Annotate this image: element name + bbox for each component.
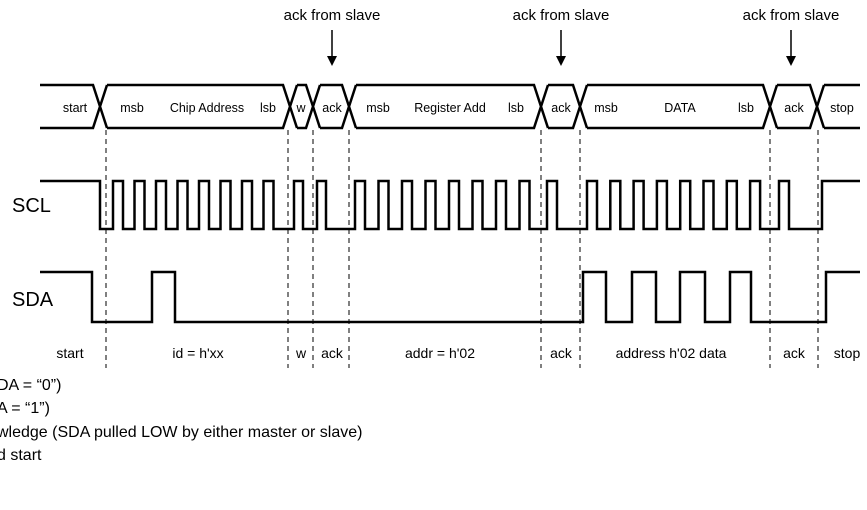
legend-line-4: d start: [0, 447, 42, 464]
sda-waveform: [40, 270, 860, 324]
scl-label: SCL: [12, 195, 51, 217]
ack-callout-1: ack from slave: [284, 7, 381, 66]
bus-field-ack-2: ack: [551, 101, 571, 115]
bus-field-data: DATA: [664, 101, 696, 115]
bus-field-data-lsb: lsb: [738, 101, 754, 115]
callout-label: ack from slave: [284, 7, 381, 24]
bus-field-register-add: Register Add: [414, 101, 486, 115]
segment-label-stop: stop: [834, 345, 861, 361]
segment-labels: start id = h'xx w ack addr = h'02 ack ad…: [56, 345, 860, 361]
bus-field-data-msb: msb: [594, 101, 618, 115]
bus-field-chip-address: Chip Address: [170, 101, 244, 115]
segment-label-start: start: [56, 345, 83, 361]
segment-label-data: address h'02 data: [616, 345, 727, 361]
legend-line-2: A = “1”): [0, 400, 50, 417]
bus-field-chip-lsb: lsb: [260, 101, 276, 115]
bus-field-labels: start msb Chip Address lsb w ack msb Reg…: [63, 101, 854, 115]
legend-line-3: wledge (SDA pulled LOW by either master …: [0, 424, 363, 441]
arrow-down-icon: [786, 56, 796, 66]
ack-callout-2: ack from slave: [513, 7, 610, 66]
arrow-down-icon: [556, 56, 566, 66]
bus-field-chip-msb: msb: [120, 101, 144, 115]
segment-label-ack-3: ack: [783, 345, 806, 361]
bus-lane-outlines: [40, 83, 860, 130]
bus-field-w: w: [295, 101, 306, 115]
scl-waveform: [40, 179, 860, 231]
segment-label-ack-1: ack: [321, 345, 344, 361]
segment-label-ack-2: ack: [550, 345, 573, 361]
callout-label: ack from slave: [513, 7, 610, 24]
bus-field-reg-msb: msb: [366, 101, 390, 115]
ack-callout-3: ack from slave: [743, 7, 840, 66]
bus-field-stop: stop: [830, 101, 854, 115]
segment-boundary-lines: [105, 130, 819, 368]
bus-field-start: start: [63, 101, 88, 115]
legend-line-1: DA = “0”): [0, 377, 62, 394]
segment-label-id: id = h'xx: [172, 345, 223, 361]
segment-label-w: w: [295, 345, 307, 361]
callout-label: ack from slave: [743, 7, 840, 24]
bus-field-reg-lsb: lsb: [508, 101, 524, 115]
bus-field-ack-1: ack: [322, 101, 342, 115]
bus-lane-path: [40, 83, 860, 130]
sda-label: SDA: [12, 289, 54, 311]
arrow-down-icon: [327, 56, 337, 66]
bus-field-ack-3: ack: [784, 101, 804, 115]
segment-label-addr: addr = h'02: [405, 345, 475, 361]
